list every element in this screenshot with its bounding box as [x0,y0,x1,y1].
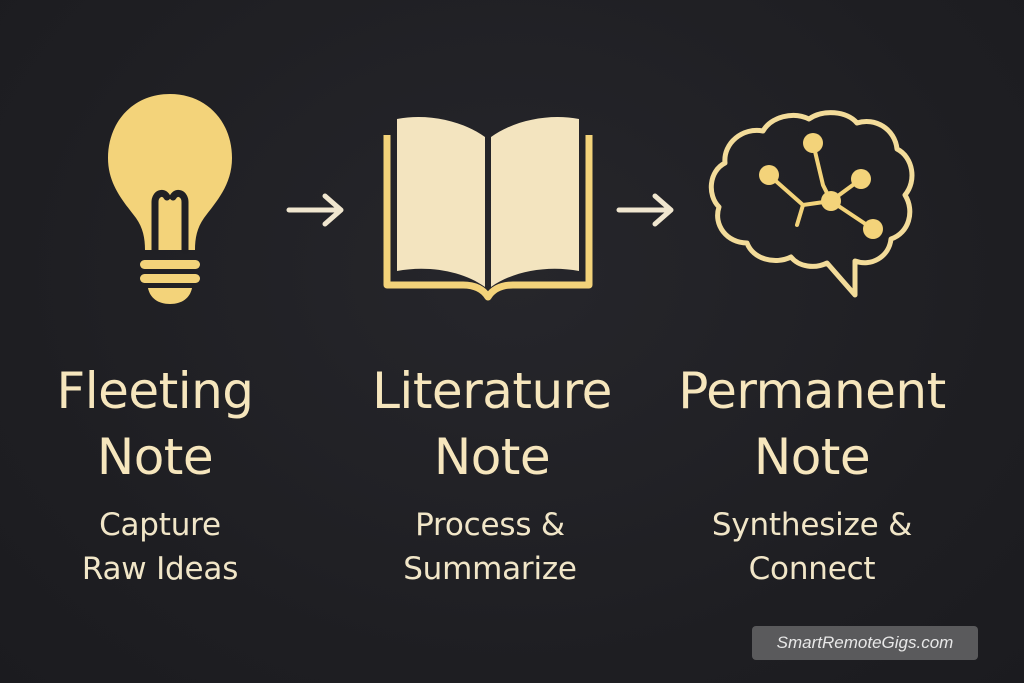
stage-desc-line1: Capture [99,507,221,543]
open-book-icon [383,117,593,301]
stage-title-line2: Note [433,428,551,486]
stage-title-line1: Literature [372,362,612,420]
stage-desc-fleeting: Capture Raw Ideas [0,503,330,591]
stage-desc-line2: Raw Ideas [81,551,239,587]
brain-network-icon [708,110,915,298]
arrow-right-icon [616,193,674,227]
stage-title-line1: Fleeting [56,362,254,420]
stage-title-fleeting: Fleeting Note [0,358,325,490]
stage-desc-line2: Summarize [403,551,577,587]
stage-desc-line1: Synthesize & [711,507,913,543]
stage-desc-literature: Process & Summarize [320,503,660,591]
stage-desc-line1: Process & [415,507,565,543]
stage-desc-permanent: Synthesize & Connect [642,503,982,591]
stage-title-line2: Note [96,428,214,486]
watermark-badge: SmartRemoteGigs.com [752,626,978,660]
stage-title-line1: Permanent [678,362,946,420]
stage-desc-line2: Connect [748,551,876,587]
stage-title-permanent: Permanent Note [642,358,982,490]
stage-title-line2: Note [753,428,871,486]
stage-title-literature: Literature Note [322,358,662,490]
arrow-right-icon [286,193,344,227]
lightbulb-icon [108,94,232,304]
